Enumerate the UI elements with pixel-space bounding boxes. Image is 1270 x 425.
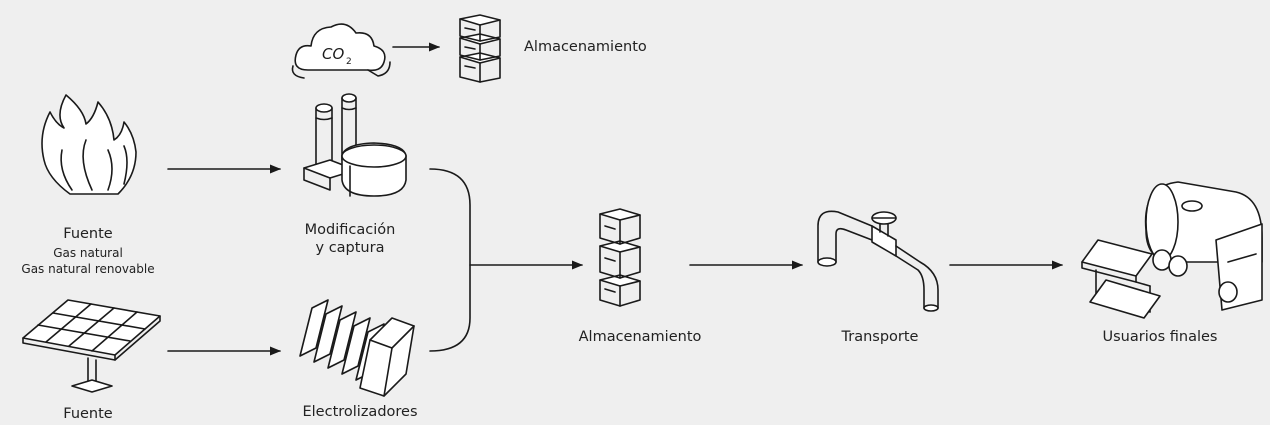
storage-label: Almacenamiento (578, 329, 702, 345)
end-users-label: Usuarios finales (1102, 329, 1218, 345)
plant-icon (303, 93, 407, 197)
reforming-label-line2: y captura (315, 240, 385, 256)
storage-stack-icon (599, 208, 641, 307)
svg-text:2: 2 (346, 57, 352, 67)
pipe-valve-icon (817, 210, 939, 312)
fuel-source-line2: Gas natural renovable (21, 262, 155, 276)
reforming-label-line1: Modificación (304, 222, 396, 238)
co2-storage-icon (459, 14, 501, 83)
fuel-source-line1: Gas natural (53, 246, 123, 260)
solar-source-title: Fuente (63, 406, 113, 422)
co2-cloud-icon: CO 2 (291, 23, 391, 79)
merge-bracket (429, 168, 471, 352)
fuel-source-title: Fuente (63, 226, 113, 242)
electrolyzers-label: Electrolizadores (302, 404, 418, 420)
solar-panel-icon (22, 299, 161, 393)
co2-storage-label: Almacenamiento (524, 39, 647, 55)
transport-label: Transporte (841, 329, 919, 345)
tanker-truck-steel-icon (1081, 181, 1263, 319)
flame-icon (41, 94, 137, 195)
svg-text:CO: CO (322, 45, 344, 63)
electrolyzer-icon (299, 299, 415, 397)
